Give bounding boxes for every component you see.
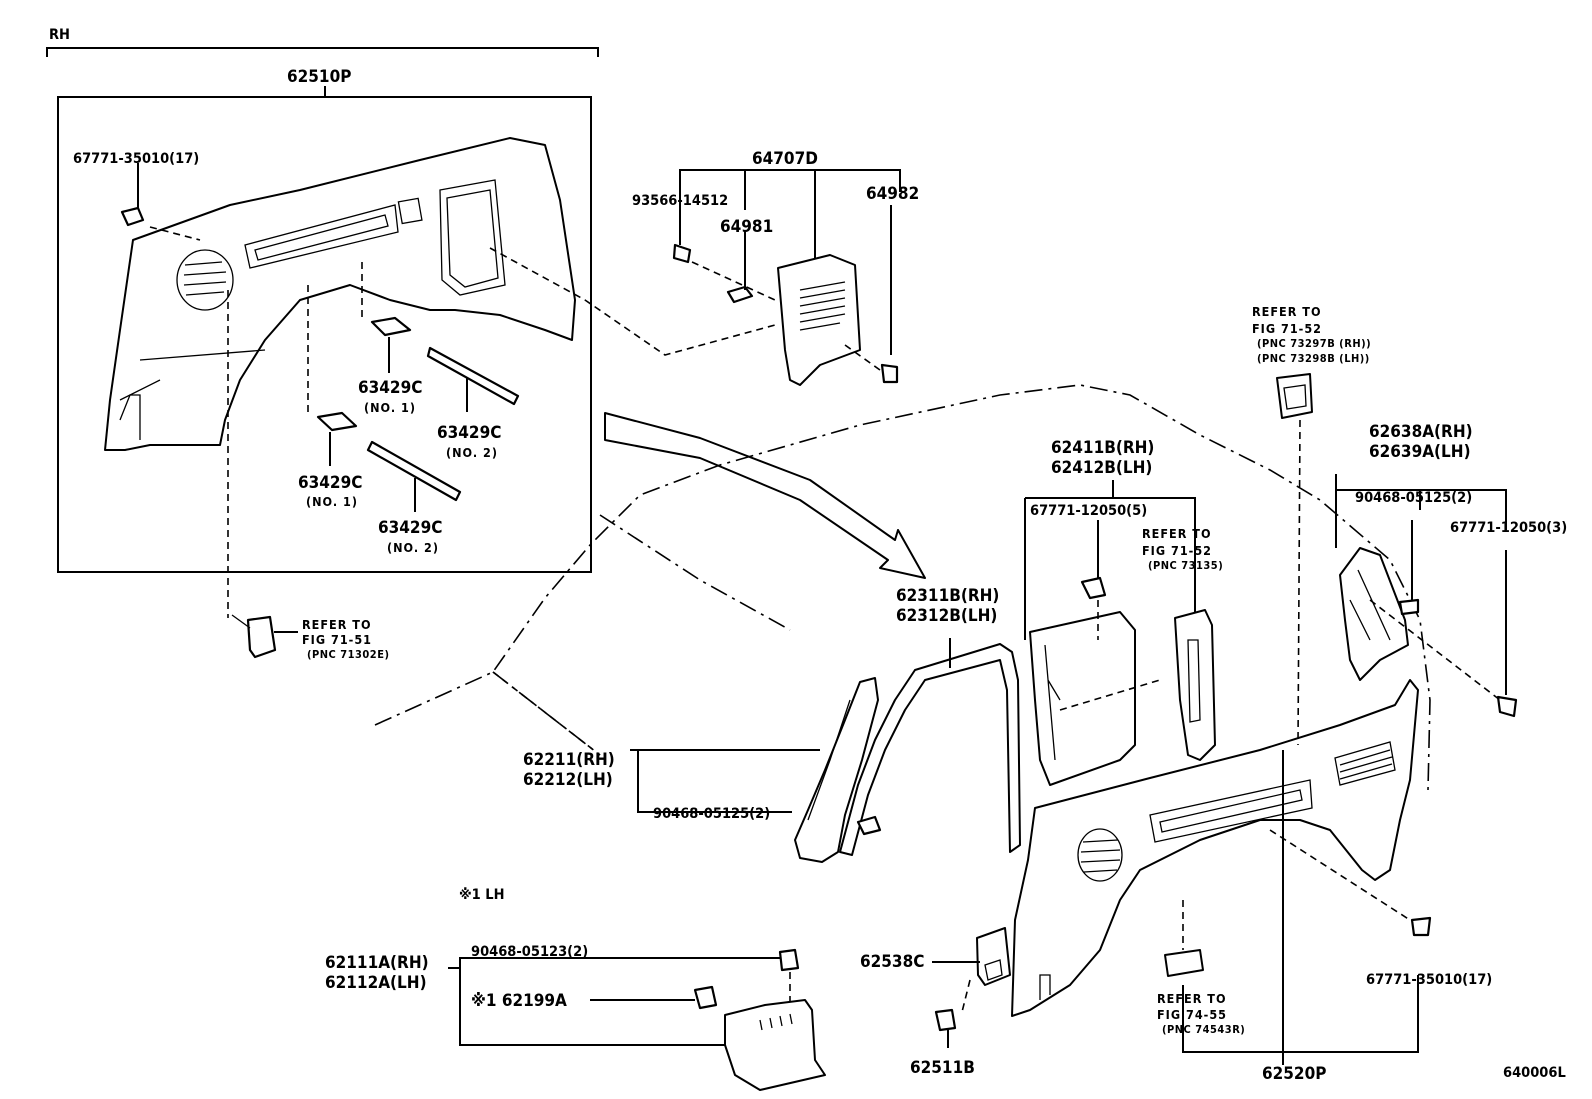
part-number-62412b: 62412B(LH) bbox=[1051, 458, 1152, 478]
part-number-62199a: ※1 62199A bbox=[471, 991, 567, 1011]
svg-text:FIG 71-51: FIG 71-51 bbox=[302, 632, 372, 647]
strap-icon bbox=[426, 346, 520, 406]
step-cover-62111a bbox=[724, 999, 826, 1091]
clip-icon bbox=[370, 316, 412, 337]
direction-arrow-icon bbox=[604, 412, 926, 579]
svg-text:(PNC 74543R): (PNC 74543R) bbox=[1162, 1023, 1245, 1036]
part-number-64982: 64982 bbox=[866, 184, 919, 204]
clip-icon bbox=[880, 363, 899, 384]
rh-group bbox=[46, 47, 599, 659]
part-number-62639a: 62639A(LH) bbox=[1369, 442, 1471, 462]
clip-icon bbox=[856, 815, 882, 836]
part-number-62538c: 62538C bbox=[860, 952, 924, 972]
weatherstrip-62311b bbox=[839, 643, 1021, 856]
screw-icon bbox=[672, 243, 692, 264]
bracket-group bbox=[932, 927, 1011, 1048]
quarter-trim-panel-rh bbox=[104, 137, 576, 451]
part-number-63429c: 63429C bbox=[378, 518, 442, 538]
clip-icon bbox=[1080, 576, 1107, 600]
clip-icon bbox=[934, 1008, 957, 1032]
part-number-62112a: 62112A(LH) bbox=[325, 973, 427, 993]
strap-icon bbox=[366, 440, 462, 502]
part-number-64981: 64981 bbox=[720, 217, 773, 237]
part-number-67771-35010: 67771-35010(17) bbox=[73, 151, 199, 167]
part-number-62111a: 62111A(RH) bbox=[325, 953, 429, 973]
step-cover-group bbox=[448, 948, 826, 1091]
svg-text:FIG 71-52: FIG 71-52 bbox=[1252, 321, 1322, 336]
part-number-90468-05125: 90468-05125(2) bbox=[653, 806, 770, 822]
svg-text:(PNC 73297B (RH)): (PNC 73297B (RH)) bbox=[1257, 337, 1371, 350]
illustration-code: 640006L bbox=[1503, 1065, 1566, 1081]
pillar-cover-73135 bbox=[1174, 609, 1216, 761]
part-number-90468-05123: 90468-05123(2) bbox=[471, 944, 588, 960]
clip-icon bbox=[1410, 916, 1432, 937]
cover-group-64707d bbox=[489, 169, 901, 386]
bracket-62538c bbox=[976, 927, 1011, 986]
reference-note: REFER TO bbox=[1157, 991, 1227, 1006]
part-number-62510p: 62510P bbox=[287, 67, 351, 87]
rh-bracket bbox=[46, 47, 599, 57]
speaker-grill-icon bbox=[176, 249, 234, 311]
quarter-panel-group bbox=[1011, 373, 1518, 1065]
part-number-67771-35010: 67771-35010(17) bbox=[1366, 972, 1492, 988]
pillar-trim-62411b bbox=[1029, 611, 1136, 786]
svg-text:(NO. 1): (NO. 1) bbox=[364, 400, 416, 415]
clip-icon bbox=[120, 206, 145, 227]
pillar-trim-group bbox=[1024, 480, 1216, 786]
quarter-trim-panel-lh bbox=[1011, 679, 1419, 1017]
part-number-63429c: 63429C bbox=[298, 473, 362, 493]
detail-box bbox=[57, 96, 592, 573]
part-number-90468-05125: 90468-05125(2) bbox=[1355, 490, 1472, 506]
part-number-62638a: 62638A(RH) bbox=[1369, 422, 1473, 442]
anchor-icon bbox=[246, 615, 277, 659]
part-number-93566-14512: 93566-14512 bbox=[632, 193, 728, 209]
cover-74543r bbox=[1164, 949, 1204, 977]
svg-text:FIG 74-55: FIG 74-55 bbox=[1157, 1007, 1227, 1022]
part-number-63429c: 63429C bbox=[358, 378, 422, 398]
svg-text:(NO. 2): (NO. 2) bbox=[387, 540, 439, 555]
part-number-62312b: 62312B(LH) bbox=[896, 606, 997, 626]
part-number-64707d: 64707D bbox=[752, 149, 818, 169]
svg-text:(NO. 2): (NO. 2) bbox=[446, 445, 498, 460]
part-number-62511b: 62511B bbox=[910, 1058, 975, 1078]
part-number-67771-12050: 67771-12050(3) bbox=[1450, 520, 1567, 536]
part-number-62212: 62212(LH) bbox=[523, 770, 613, 790]
bracket-icon bbox=[726, 285, 754, 304]
clip-icon bbox=[316, 411, 358, 432]
svg-text:(PNC 73135): (PNC 73135) bbox=[1148, 559, 1223, 572]
reference-note: REFER TO bbox=[1142, 526, 1212, 541]
pillar-group bbox=[794, 638, 1021, 863]
reference-note: REFER TO bbox=[1252, 304, 1322, 319]
lamp-73297b bbox=[1276, 373, 1313, 419]
clip-icon bbox=[1398, 598, 1420, 616]
part-number-67771-12050: 67771-12050(5) bbox=[1030, 503, 1147, 519]
cover-panel-64707d bbox=[777, 254, 861, 386]
footnote-lh: ※1 LH bbox=[459, 887, 505, 903]
part-number-62411b: 62411B(RH) bbox=[1051, 438, 1154, 458]
part-number-62211: 62211(RH) bbox=[523, 750, 615, 770]
front-pillar-62211 bbox=[794, 677, 879, 863]
svg-text:(PNC 71302E): (PNC 71302E) bbox=[307, 648, 389, 661]
reference-note: REFER TO bbox=[302, 617, 372, 632]
part-number-62520p: 62520P bbox=[1262, 1064, 1326, 1084]
rear-pillar-62638a bbox=[1339, 547, 1409, 681]
speaker-grill-icon bbox=[1077, 828, 1123, 882]
svg-text:FIG 71-52: FIG 71-52 bbox=[1142, 543, 1212, 558]
svg-text:(PNC 73298B (LH)): (PNC 73298B (LH)) bbox=[1257, 352, 1370, 365]
clip-icon bbox=[1496, 695, 1518, 718]
part-number-63429c: 63429C bbox=[437, 423, 501, 443]
clip-icon bbox=[693, 985, 718, 1010]
part-number-62311b: 62311B(RH) bbox=[896, 586, 999, 606]
clip-icon bbox=[778, 948, 800, 972]
svg-text:(NO. 1): (NO. 1) bbox=[306, 494, 358, 509]
rh-label: RH bbox=[49, 27, 70, 43]
